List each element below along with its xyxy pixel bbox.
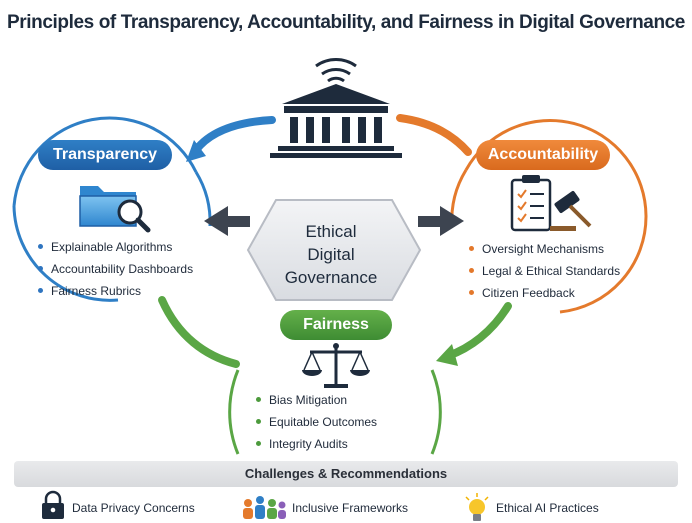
list-item: Accountability Dashboards (38, 258, 193, 280)
footer-item-ethical-ai: Ethical AI Practices (488, 494, 599, 522)
government-building-icon (270, 58, 402, 158)
right-arrow-head (440, 206, 464, 236)
diagram-title: Principles of Transparency, Accountabili… (7, 12, 685, 33)
transparency-label: Transparency (38, 140, 172, 170)
center-arrows (204, 206, 464, 236)
scales-of-justice-icon (302, 343, 370, 388)
list-item: Legal & Ethical Standards (469, 260, 620, 282)
arc-accountability-to-fairness (444, 302, 512, 360)
footer-item-inclusive-frameworks: Inclusive Frameworks (284, 494, 408, 522)
folder-search-icon (79, 186, 151, 233)
list-item: Fairness Rubrics (38, 280, 193, 302)
footer-item-label: Inclusive Frameworks (292, 501, 409, 515)
center-hexagon (246, 199, 422, 301)
center-line-3: Governance (284, 268, 378, 287)
fairness-node (228, 369, 442, 455)
arc-arrowhead-transparency (186, 140, 206, 162)
lock-icon (42, 490, 64, 519)
list-item: Equitable Outcomes (256, 411, 377, 433)
center-line-2: Digital (307, 245, 355, 264)
fairness-list: Bias Mitigation Equitable Outcomes Integ… (256, 389, 377, 455)
fairness-label: Fairness (280, 310, 392, 340)
arc-arrowhead-fairness (436, 344, 458, 366)
right-arrow-shaft (418, 216, 444, 227)
footer-item-label: Ethical AI Practices (496, 501, 599, 515)
list-item: Integrity Audits (256, 433, 377, 455)
accountability-label: Accountability (476, 140, 610, 170)
cycle-arcs (158, 114, 512, 368)
arc-building-to-accountability (396, 114, 472, 156)
footer-item-label: Data Privacy Concerns (72, 501, 195, 515)
accountability-list: Oversight Mechanisms Legal & Ethical Sta… (469, 238, 620, 304)
center-label: Ethical Digital Governance (262, 220, 400, 289)
transparency-list: Explainable Algorithms Accountability Da… (38, 236, 193, 302)
center-line-1: Ethical (305, 222, 357, 241)
list-item: Citizen Feedback (469, 282, 620, 304)
left-arrow-shaft (224, 216, 250, 227)
lightbulb-icon (465, 493, 489, 521)
list-item: Bias Mitigation (256, 389, 377, 411)
footer-item-data-privacy: Data Privacy Concerns (64, 494, 195, 522)
clipboard-gavel-icon (510, 175, 592, 232)
list-item: Oversight Mechanisms (469, 238, 620, 260)
people-group-icon (243, 496, 286, 519)
list-item: Explainable Algorithms (38, 236, 193, 258)
left-arrow-head (204, 206, 228, 236)
arc-building-to-transparency (192, 116, 276, 154)
challenges-heading: Challenges & Recommendations (14, 461, 678, 487)
arc-transparency-to-fairness (158, 296, 240, 368)
